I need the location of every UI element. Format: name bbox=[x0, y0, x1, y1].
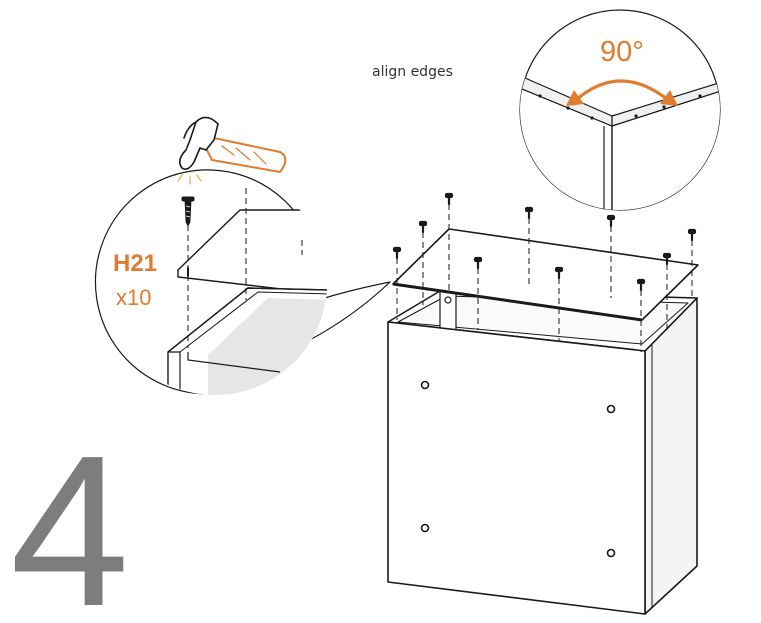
callout-top-panel bbox=[177, 209, 327, 293]
nail-icon bbox=[181, 196, 195, 227]
nail-icon bbox=[444, 192, 454, 206]
angle-callout: 90° bbox=[519, 9, 721, 211]
instruction-text: align edges bbox=[372, 64, 453, 80]
nail-icon bbox=[418, 220, 428, 234]
nail-icon bbox=[554, 266, 564, 280]
nail-icon bbox=[524, 206, 534, 220]
front-panel-hole bbox=[606, 404, 616, 414]
top-panel-edge bbox=[392, 282, 643, 322]
nail-group bbox=[392, 192, 697, 352]
angle-arrow-icon bbox=[566, 79, 678, 106]
cabinet-side-panel bbox=[644, 297, 698, 615]
cabinet-front-panel bbox=[387, 321, 646, 615]
cabinet-box bbox=[387, 290, 698, 615]
nail-icon bbox=[662, 252, 672, 266]
front-panel-hole bbox=[420, 523, 430, 533]
step-number: 4 bbox=[10, 410, 130, 623]
hammer-icon bbox=[177, 116, 287, 185]
nail-icon bbox=[606, 214, 616, 228]
nail-icon bbox=[687, 228, 697, 242]
nail-icon bbox=[473, 256, 483, 270]
hardware-code: H21 bbox=[113, 250, 157, 277]
bracket-hole bbox=[444, 296, 452, 304]
detail-callout: H21 x10 bbox=[94, 169, 391, 395]
nail-icon bbox=[392, 246, 402, 260]
front-panel-hole bbox=[606, 548, 616, 558]
angle-value: 90° bbox=[600, 36, 644, 68]
hardware-quantity: x10 bbox=[116, 285, 151, 310]
front-panel-hole bbox=[420, 380, 430, 390]
nail-icon bbox=[636, 278, 646, 292]
